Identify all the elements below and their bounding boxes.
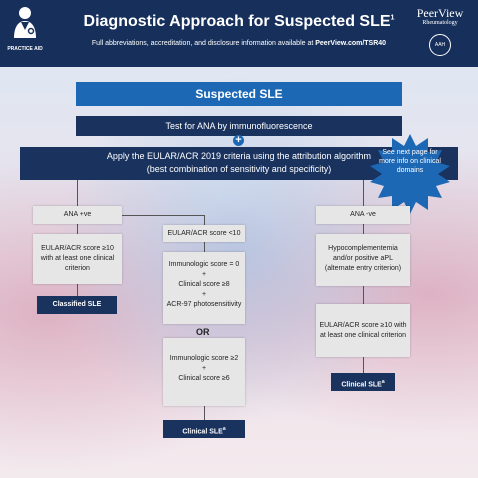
acr97-text: ACR-97 photosensitivity — [166, 301, 242, 308]
info-link[interactable]: PeerView.com/TSR40 — [315, 40, 387, 47]
see-next-page-text: See next page for more info on clinical … — [379, 149, 441, 174]
brand-subtitle: Rheumatology — [422, 20, 458, 26]
plus-sign: + — [201, 271, 207, 278]
practice-aid-badge: PRACTICE AID — [6, 4, 44, 62]
plus-sign: + — [201, 365, 207, 372]
header-banner: PRACTICE AID Diagnostic Approach for Sus… — [0, 0, 478, 67]
clinical-sle-middle-box: Clinical SLEa — [163, 420, 245, 438]
clinical-8-text: Clinical score ≥8 — [178, 281, 230, 288]
brand-logo: PeerView Rheumatology AAH — [410, 6, 470, 56]
immunologic-two-box: Immunologic score ≥2 + Clinical score ≥6 — [163, 338, 245, 406]
ana-negative-box: ANA -ve — [316, 206, 410, 224]
connector-line — [77, 180, 78, 206]
connector-line — [363, 224, 364, 234]
apply-criteria-line2: (best combination of sensitivity and spe… — [146, 164, 332, 174]
plus-sign: + — [201, 291, 207, 298]
connector-line — [363, 180, 364, 206]
brand-name: PeerView — [416, 6, 464, 20]
connector-line — [204, 242, 205, 252]
classified-sle-box: Classified SLE — [37, 296, 117, 314]
ana-positive-box: ANA +ve — [33, 206, 122, 224]
connector-line — [363, 357, 364, 373]
immunologic-zero-box: Immunologic score = 0 + Clinical score ≥… — [163, 252, 245, 324]
suspected-sle-box: Suspected SLE — [76, 82, 402, 106]
connector-line — [122, 215, 204, 216]
page-subtitle: Full abbreviations, accreditation, and d… — [91, 40, 387, 47]
test-ana-box: Test for ANA by immunofluorescence — [76, 116, 402, 136]
connector-line — [363, 286, 364, 304]
practice-aid-label: PRACTICE AID — [7, 46, 43, 52]
hypocomplementemia-box: Hypocomplementemia and/or positive aPL (… — [316, 234, 410, 286]
page-title: Diagnostic Approach for Suspected SLE1 — [83, 13, 395, 30]
immunologic-2-text: Immunologic score ≥2 — [169, 355, 239, 362]
apply-criteria-line1: Apply the EULAR/ACR 2019 criteria using … — [106, 151, 372, 161]
connector-line — [204, 406, 205, 420]
brand-seal: AAH — [429, 34, 451, 56]
see-next-page-badge[interactable] — [370, 134, 450, 214]
connector-line — [204, 215, 205, 225]
ana-negative-score-box: EULAR/ACR score ≥10 with at least one cl… — [316, 304, 410, 357]
immunologic-zero-text: Immunologic score = 0 — [168, 261, 240, 268]
clinical-6-text: Clinical score ≥6 — [178, 375, 230, 382]
hypo-line2: and/or positive aPL — [333, 255, 393, 262]
doctor-icon — [14, 7, 36, 38]
score-below-10-box: EULAR/ACR score <10 — [163, 225, 245, 242]
ana-positive-score-box: EULAR/ACR score ≥10 with at least one cl… — [33, 234, 122, 284]
or-label: OR — [196, 327, 210, 337]
plus-icon: + — [233, 135, 244, 146]
clinical-sle-right-box: Clinical SLEa — [331, 373, 395, 391]
connector-line — [77, 224, 78, 234]
hypo-line1: Hypocomplementemia — [328, 245, 398, 252]
hypo-line3: (alternate entry criterion) — [324, 265, 402, 272]
connector-line — [77, 284, 78, 296]
